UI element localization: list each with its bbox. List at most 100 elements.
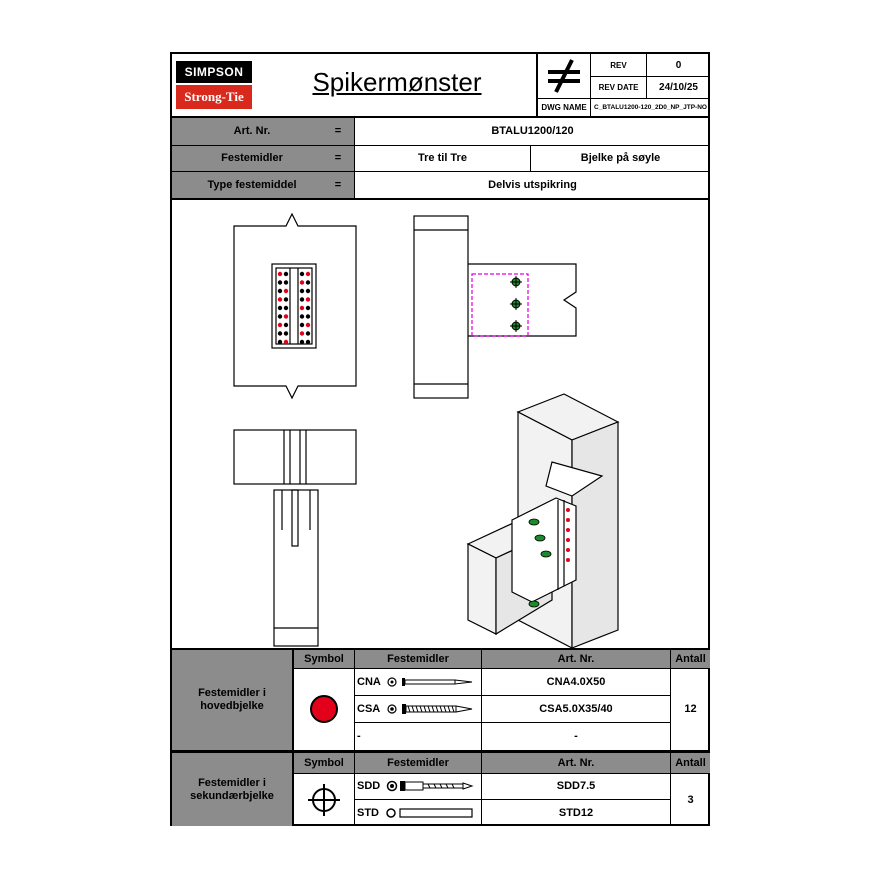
red-nail-marker [299, 331, 305, 336]
std-dowel-icon [386, 800, 476, 826]
nail-hole [299, 339, 305, 345]
table1-row3-art: - [574, 730, 578, 742]
table2-section-label: Festemidler i sekundærbjelke [190, 776, 274, 802]
nail-hole [283, 305, 289, 311]
red-nail-marker [305, 322, 311, 328]
table1-section-label: Festemidler i hovedbjelke [198, 687, 266, 712]
type-value: Delvis utspikring [488, 178, 577, 191]
red-nail-marker [566, 548, 570, 552]
nail-hole [277, 305, 283, 311]
rev-label: REV [610, 60, 627, 70]
table1-col-antall: Antall [675, 652, 706, 665]
nail-hole [305, 331, 311, 336]
table1-antall: 12 [684, 703, 697, 715]
table1-col-art: Art. Nr. [557, 652, 595, 665]
green-screw-marker [510, 320, 522, 332]
type-label: Type festemiddel [207, 178, 297, 191]
nail-hole [299, 322, 305, 328]
nail-hole [277, 339, 283, 345]
festemidler-value-1: Tre til Tre [418, 152, 467, 164]
nail-hole [277, 314, 283, 319]
table2-row2-name: STD [357, 806, 379, 819]
red-nail-marker [283, 314, 289, 319]
equals-sign: = [334, 178, 342, 191]
nail-hole [305, 280, 311, 285]
nail-hole [299, 288, 305, 294]
green-screw-marker [528, 518, 540, 526]
equals-sign: = [334, 125, 342, 137]
green-screw-marker [540, 550, 552, 558]
red-nail-marker [566, 538, 570, 542]
red-nail-marker [283, 288, 289, 294]
table2-row2-art: STD12 [558, 806, 594, 819]
red-nail-marker [277, 297, 283, 302]
red-nail-marker [299, 280, 305, 285]
nail-hole [277, 288, 283, 294]
table2-col-festemidler: Festemidler [387, 756, 449, 769]
red-nail-marker [283, 339, 289, 345]
table2-row1-art: SDD7.5 [556, 780, 596, 792]
nail-hole [305, 314, 311, 319]
green-screw-marker [510, 298, 522, 310]
table1-col-festemidler: Festemidler [387, 652, 449, 665]
dwg-name-value: C_BTALU1200-120_2D0_NP_JTP-NO [594, 103, 707, 111]
nail-hole [283, 331, 289, 336]
table1-row3-name: - [357, 730, 361, 742]
rev-date-value: 24/10/25 [659, 81, 698, 93]
isometric-nail-pattern [528, 508, 570, 608]
red-nail-marker [305, 297, 311, 302]
drawing-sheet: SIMPSON Strong-Tie Spikermønster DWG NAM… [170, 52, 710, 826]
green-screw-marker [510, 276, 522, 288]
art-nr-value: BTALU1200/120 [491, 125, 574, 137]
table1-col-symbol: Symbol [304, 652, 344, 665]
nail-hole [283, 280, 289, 285]
cna-nail-icon [386, 669, 476, 695]
side-view-screw-pattern [510, 276, 522, 332]
logo-strongtie: Strong-Tie [176, 85, 252, 109]
rev-value: 0 [675, 59, 682, 71]
red-nail-marker [566, 508, 570, 512]
nail-hole [277, 280, 283, 285]
festemidler-value-2: Bjelke på søyle [580, 152, 661, 164]
red-nail-marker [277, 271, 283, 277]
green-screw-marker [534, 534, 546, 542]
nail-hole [305, 339, 311, 345]
red-nail-marker [566, 518, 570, 522]
art-nr-label: Art. Nr. [233, 125, 271, 137]
table2-col-art: Art. Nr. [557, 756, 595, 769]
sdd-dowel-icon [386, 774, 476, 799]
front-view-nail-pattern [277, 271, 311, 345]
nail-hole [299, 271, 305, 277]
red-nail-symbol-icon [294, 669, 354, 750]
table1-row1-art: CNA4.0X50 [546, 675, 606, 688]
equals-sign: = [334, 152, 342, 164]
table1-row2-art: CSA5.0X35/40 [539, 702, 613, 715]
nail-hole [305, 288, 311, 294]
not-equal-icon [538, 54, 590, 98]
top-view [233, 429, 357, 647]
nail-hole [277, 331, 283, 336]
table2-col-antall: Antall [675, 756, 706, 769]
side-view [413, 215, 577, 399]
isometric-view [466, 393, 620, 648]
red-nail-marker [566, 528, 570, 532]
table1-row2-name: CSA [357, 702, 381, 715]
crosshair-symbol-icon [294, 774, 354, 826]
nail-hole [283, 297, 289, 302]
festemidler-label: Festemidler [221, 152, 283, 164]
csa-screw-icon [386, 696, 476, 722]
table2-row1-name: SDD [357, 780, 381, 792]
red-nail-marker [566, 558, 570, 562]
nail-hole [299, 297, 305, 302]
nail-hole [283, 271, 289, 277]
rev-date-label: REV DATE [598, 82, 639, 92]
nail-hole [299, 314, 305, 319]
red-nail-marker [277, 322, 283, 328]
table2-antall: 3 [687, 793, 694, 806]
nail-hole [305, 305, 311, 311]
nail-hole [283, 322, 289, 328]
red-nail-marker [305, 271, 311, 277]
front-view [233, 212, 357, 400]
red-nail-marker [299, 305, 305, 311]
logo-simpson: SIMPSON [176, 61, 252, 83]
